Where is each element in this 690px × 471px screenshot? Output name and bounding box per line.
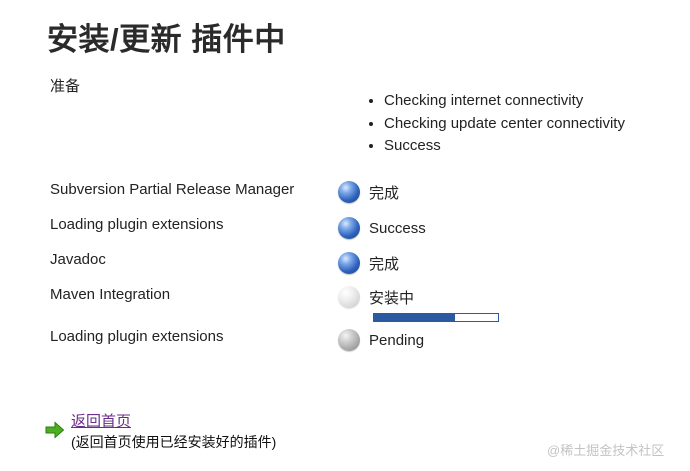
- plugin-status-loading-extensions-pending: Pending: [338, 329, 424, 351]
- light-grey-status-ball-icon: [338, 286, 360, 308]
- back-to-home-note: (返回首页使用已经安装好的插件): [71, 434, 277, 450]
- install-progress-fill: [374, 314, 455, 321]
- green-arrow-icon[interactable]: [45, 421, 65, 439]
- blue-status-ball-icon: [338, 217, 360, 239]
- plugin-name-javadoc: Javadoc: [50, 251, 106, 268]
- status-text: Success: [369, 219, 426, 237]
- page-title: 安装/更新 插件中: [47, 22, 286, 57]
- prepare-item-update-center: Checking update center connectivity: [384, 113, 625, 136]
- status-text: 完成: [369, 184, 400, 202]
- plugin-status-loading-extensions: Success: [338, 217, 426, 239]
- watermark: @稀土掘金技术社区: [547, 443, 665, 458]
- plugin-name-maven-integration: Maven Integration: [50, 286, 171, 303]
- prepare-label: 准备: [50, 78, 81, 95]
- plugin-name-loading-extensions: Loading plugin extensions: [50, 216, 224, 233]
- grey-status-ball-icon: [338, 329, 360, 351]
- status-text: 完成: [369, 255, 400, 273]
- status-text: 安装中: [369, 289, 415, 307]
- back-to-home-link[interactable]: 返回首页: [71, 413, 132, 430]
- plugin-status-subversion: 完成: [338, 181, 399, 203]
- plugin-status-javadoc: 完成: [338, 252, 399, 274]
- plugin-status-maven-integration: 安装中: [338, 286, 414, 308]
- blue-status-ball-icon: [338, 181, 360, 203]
- plugin-name-subversion: Subversion Partial Release Manager: [50, 181, 295, 198]
- blue-status-ball-icon: [338, 252, 360, 274]
- status-text: Pending: [369, 331, 425, 349]
- install-progress-bar: [373, 313, 499, 322]
- prepare-item-internet: Checking internet connectivity: [384, 90, 625, 113]
- plugin-name-loading-extensions-pending: Loading plugin extensions: [50, 328, 224, 345]
- prepare-item-success: Success: [384, 135, 625, 158]
- prepare-checklist: Checking internet connectivity Checking …: [366, 90, 625, 158]
